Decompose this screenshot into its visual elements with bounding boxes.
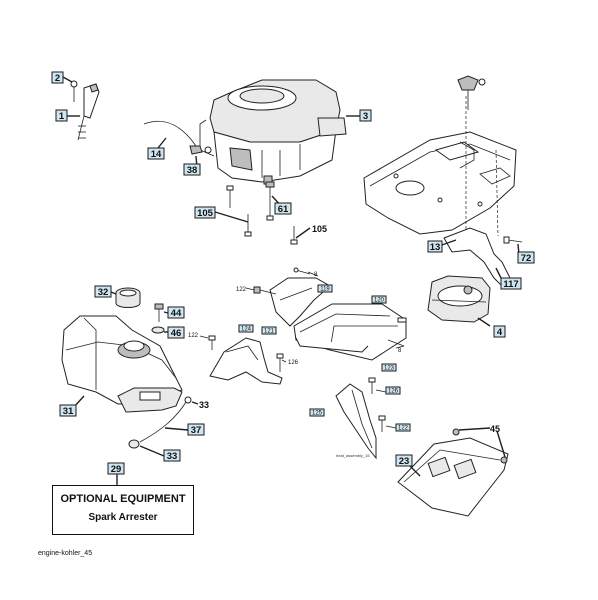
engine — [199, 79, 360, 185]
heat-shield-right — [335, 377, 386, 460]
callout-2: 2 — [51, 71, 64, 84]
svg-text:119: 119 — [320, 287, 330, 293]
callout-31: 31 — [59, 404, 77, 417]
callout-4: 4 — [493, 325, 506, 338]
spark-arrester — [397, 427, 509, 517]
svg-text:44: 44 — [171, 308, 182, 319]
callout-32: 32 — [94, 285, 112, 298]
callout-120: 120 — [371, 295, 387, 304]
svg-text:23: 23 — [399, 456, 410, 467]
callout-126-b: 126 — [385, 386, 401, 395]
callout-33-bottom: 33 — [163, 449, 181, 462]
svg-text:33: 33 — [167, 451, 178, 462]
muffler-brackets — [253, 267, 407, 361]
svg-text:2: 2 — [55, 73, 60, 84]
callout-46: 46 — [167, 326, 185, 339]
small-leaders — [199, 271, 405, 429]
callout-44: 44 — [167, 306, 185, 319]
svg-text:72: 72 — [521, 253, 532, 264]
svg-text:117: 117 — [503, 279, 518, 290]
callout-122-a: 122 — [236, 287, 247, 293]
svg-text:61: 61 — [278, 204, 289, 215]
optional-equipment-box: OPTIONAL EQUIPMENT Spark Arrester — [52, 485, 194, 535]
callout-117: 117 — [500, 277, 522, 290]
callout-72: 72 — [517, 251, 535, 264]
callout-61: 61 — [274, 202, 292, 215]
fuel-cap — [110, 287, 141, 308]
svg-text:121: 121 — [264, 329, 275, 335]
callout-122-c: 122 — [395, 423, 411, 432]
fuel-hose-top — [143, 120, 212, 169]
svg-text:31: 31 — [63, 406, 74, 417]
callout-125: 125 — [309, 408, 325, 417]
callout-1: 1 — [55, 109, 68, 122]
optional-equipment-title: OPTIONAL EQUIPMENT — [60, 493, 186, 505]
callout-14: 14 — [147, 147, 165, 160]
tank-fasteners — [151, 303, 169, 334]
engine-bolts — [214, 181, 311, 245]
callout-8-bottom: 8 — [398, 348, 402, 354]
callout-37: 37 — [187, 423, 205, 436]
callout-23: 23 — [395, 454, 413, 467]
svg-text:37: 37 — [191, 425, 202, 436]
svg-text:46: 46 — [171, 328, 182, 339]
optional-equipment-subtitle: Spark Arrester — [88, 512, 158, 523]
fuel-tank — [61, 315, 183, 413]
svg-text:120: 120 — [374, 298, 385, 304]
svg-text:4: 4 — [497, 327, 503, 338]
callout-123: 123 — [381, 363, 397, 372]
svg-text:122: 122 — [398, 426, 409, 432]
callout-29: 29 — [107, 462, 125, 475]
svg-text:14: 14 — [151, 149, 162, 160]
callout-13: 13 — [427, 240, 443, 253]
callout-38: 38 — [183, 163, 201, 176]
svg-text:29: 29 — [111, 464, 122, 475]
dipstick-cap — [457, 75, 486, 110]
svg-text:3: 3 — [363, 111, 368, 122]
muffler-assembly — [427, 227, 523, 327]
callout-45: 45 — [490, 424, 500, 434]
svg-text:124: 124 — [241, 327, 252, 333]
svg-text:1: 1 — [59, 111, 65, 122]
svg-text:125: 125 — [312, 411, 323, 417]
throttle-control — [62, 76, 100, 141]
callout-8-top: 8 — [314, 272, 318, 278]
callout-121: 121 — [261, 326, 277, 335]
callout-124: 124 — [238, 324, 254, 333]
svg-text:32: 32 — [98, 287, 109, 298]
svg-text:126: 126 — [388, 389, 399, 395]
svg-text:38: 38 — [187, 165, 198, 176]
svg-text:13: 13 — [430, 242, 441, 253]
small-note: heat_assembly_15 — [336, 453, 370, 458]
callout-126-a: 126 — [288, 360, 299, 366]
callout-3: 3 — [359, 109, 372, 122]
frame-plate — [363, 96, 517, 237]
svg-text:123: 123 — [384, 366, 395, 372]
heat-shield-left — [208, 335, 284, 385]
diagram-caption: engine-kohler_45 — [38, 550, 93, 557]
callout-122-b: 122 — [188, 333, 199, 339]
fuel-hose-bottom — [128, 396, 199, 457]
callout-105-right: 105 — [312, 224, 327, 234]
callout-119: 119 — [317, 284, 333, 293]
callout-33-top: 33 — [199, 400, 209, 410]
callout-105-left: 105 — [194, 206, 216, 219]
svg-text:105: 105 — [197, 208, 214, 219]
